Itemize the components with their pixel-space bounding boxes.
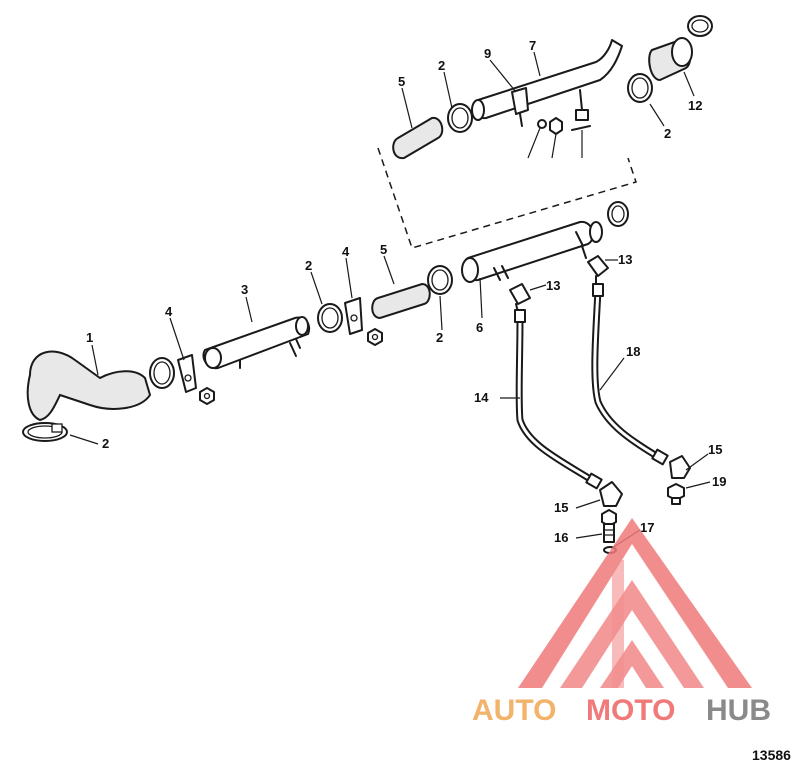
part-13-fitting-b xyxy=(509,283,531,313)
callout-4: 4 xyxy=(342,244,350,259)
part-1-elbow-hose xyxy=(26,350,152,422)
part-16-drain-fitting xyxy=(601,509,617,543)
callout-4: 4 xyxy=(165,304,173,319)
part-2-clamp-h xyxy=(627,73,653,103)
part-3-tube xyxy=(202,316,311,370)
callout-18: 18 xyxy=(626,344,640,359)
callout-1: 1 xyxy=(86,330,93,345)
part-2-clamp-g xyxy=(687,15,713,37)
part-14-hose-line xyxy=(514,309,603,490)
callout-6: 6 xyxy=(476,320,483,335)
callout-17: 17 xyxy=(640,520,654,535)
callout-13: 13 xyxy=(546,278,560,293)
callout-14: 14 xyxy=(474,390,489,405)
callout-labels: 1 2 2 2 2 2 3 4 4 5 5 6 7 9 12 13 13 14 … xyxy=(86,38,726,545)
part-6-cooler xyxy=(461,220,603,283)
part-12-connector xyxy=(648,37,693,82)
leader-lines xyxy=(69,51,711,549)
callout-16: 16 xyxy=(554,530,568,545)
callout-2: 2 xyxy=(436,330,443,345)
callout-5: 5 xyxy=(380,242,387,257)
part-2-clamp-d xyxy=(427,265,453,295)
watermark-hub: HUB xyxy=(706,694,771,727)
part-5-hose-b xyxy=(392,116,444,160)
callout-13: 13 xyxy=(618,252,632,267)
callout-2: 2 xyxy=(102,436,109,451)
part-7-valve xyxy=(571,89,591,131)
callout-15: 15 xyxy=(554,500,568,515)
part-19-plug xyxy=(667,483,685,505)
callout-15: 15 xyxy=(708,442,722,457)
dashed-assembly-outline xyxy=(377,147,637,249)
part-15-elbow-a xyxy=(599,481,623,507)
part-7-pipe xyxy=(471,39,623,121)
part-2-clamp-e xyxy=(607,201,629,227)
part-2-clamp-a xyxy=(22,422,68,442)
part-9-bracket xyxy=(511,87,563,135)
callout-19: 19 xyxy=(712,474,726,489)
part-2-clamp-c xyxy=(317,303,343,333)
callout-2: 2 xyxy=(305,258,312,273)
part-18-hose-line xyxy=(591,283,669,466)
callout-2: 2 xyxy=(438,58,445,73)
part-4-bracket-b xyxy=(344,297,383,346)
part-2-clamp-f xyxy=(447,103,473,133)
automotohub-wordmark: AUTO MOTO HUB xyxy=(472,694,771,727)
callout-12: 12 xyxy=(688,98,702,113)
callout-9: 9 xyxy=(484,46,491,61)
watermark-moto: MOTO xyxy=(586,694,675,727)
watermark-auto: AUTO xyxy=(472,694,556,727)
part-13-fitting-a xyxy=(587,255,609,285)
automotohub-logo-mark xyxy=(518,518,752,688)
callout-5: 5 xyxy=(398,74,405,89)
figure-code: 13586 xyxy=(752,747,791,763)
part-4-bracket-a xyxy=(177,354,215,405)
part-15-elbow-b xyxy=(669,455,691,479)
callout-3: 3 xyxy=(241,282,248,297)
part-5-hose-a xyxy=(371,282,431,320)
callout-7: 7 xyxy=(529,38,536,53)
callout-2: 2 xyxy=(664,126,671,141)
part-2-clamp-b xyxy=(149,357,175,389)
